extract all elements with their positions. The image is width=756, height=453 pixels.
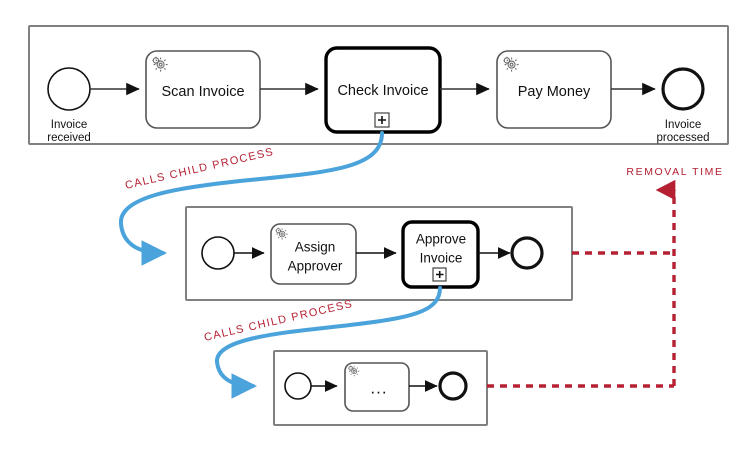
end-event-label-line2: processed (656, 132, 709, 144)
task-label-pay-money: Pay Money (518, 84, 591, 100)
task-label-ellipsis: ... (370, 378, 387, 397)
calls-child-process-arrow-2 (215, 286, 442, 399)
task-label-approve-invoice-line1: Approve (416, 232, 466, 247)
task-label-assign-approver-line1: Assign (295, 240, 336, 255)
annotation-calls-child-process-2: CALLS CHILD PROCESS (203, 298, 354, 344)
task-ellipsis[interactable] (344, 362, 410, 412)
task-label-check-invoice: Check Invoice (337, 83, 428, 99)
end-event-label-line1: Invoice (665, 119, 701, 131)
task-label-approve-invoice-line2: Invoice (420, 251, 463, 266)
start-event-label-line2: received (47, 132, 90, 144)
annotation-removal-time: REMOVAL TIME (626, 166, 723, 178)
start-event-invoice-received[interactable] (47, 67, 91, 111)
end-event-child-2[interactable] (438, 371, 468, 401)
task-label-scan-invoice: Scan Invoice (161, 84, 244, 100)
calls-child-process-arrow-1 (118, 131, 384, 266)
end-event-child-1[interactable] (510, 236, 544, 270)
end-event-invoice-processed[interactable] (661, 67, 705, 111)
start-event-label-line1: Invoice (51, 119, 87, 131)
child-process-lane-2 (273, 350, 488, 426)
start-event-child-1[interactable] (201, 236, 235, 270)
task-label-assign-approver-line2: Approver (288, 259, 343, 274)
start-event-child-2[interactable] (284, 372, 312, 400)
task-assign-approver[interactable] (270, 223, 357, 285)
